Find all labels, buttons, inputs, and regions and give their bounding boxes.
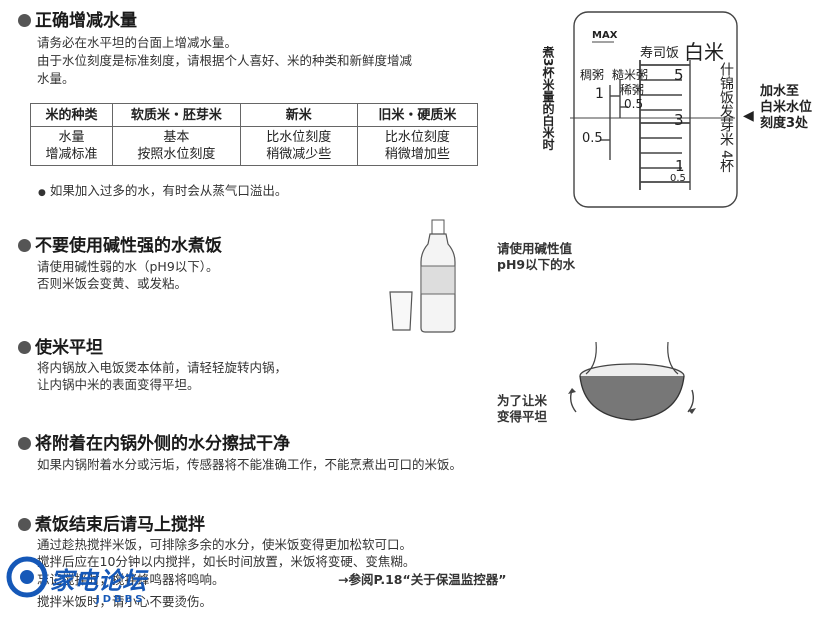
table-cell: 基本按照水位刻度	[112, 126, 241, 166]
right-mark-3: 3	[674, 111, 684, 129]
left-mark-1: 1	[595, 86, 604, 102]
bullet-icon	[18, 14, 31, 27]
table-header-row: 米的种类 软质米・胚芽米 新米 旧米・硬质米	[29, 103, 479, 127]
white-rice-label: 白米	[684, 40, 724, 64]
bullet-icon	[18, 239, 31, 252]
sec1-line2: 由于水位刻度是标准刻度，请根据个人喜好、米的种类和新鲜度增减	[37, 53, 413, 68]
table-row-label: 水量增减标准	[29, 126, 114, 166]
water-bottle-illustration	[389, 219, 456, 333]
water-adjust-table: 米的种类 软质米・胚芽米 新米 旧米・硬质米 水量增减标准 基本按照水位刻度 比…	[29, 103, 479, 166]
sec4-line1: 如果内锅附着水分或污垢，传感器将不能准确工作，不能烹煮出可口的米饭。	[37, 457, 463, 472]
pointer-arrow-icon: ◀	[743, 108, 754, 124]
brown-porridge-label: 糙米粥	[612, 68, 649, 82]
bullet-icon	[18, 437, 31, 450]
bullet-icon	[18, 341, 31, 354]
overflow-note: ● 如果加入过多的水，有时会从蒸气口溢出。	[38, 183, 288, 198]
sec5-heading: 煮饭结束后请马上搅拌	[18, 510, 205, 535]
right-mark-1: 1	[675, 157, 685, 175]
sec2-title: 不要使用碱性强的水煮饭	[35, 236, 222, 256]
gauge-callout: 加水至 白米水位 刻度3处	[760, 84, 813, 131]
mid-mark-05: 0.5	[624, 97, 644, 111]
sec5-line4: 搅拌米饭时，请小心不要烫伤。	[37, 594, 213, 609]
bullet-icon	[18, 518, 31, 531]
sec1-heading: 正确增减水量	[18, 6, 137, 31]
gauge-right-vertical2: 4杯	[718, 150, 734, 173]
left-mark-05: 0.5	[582, 131, 603, 146]
sushi-label: 寿司饭	[640, 46, 680, 61]
sec5-line3: 忘记搅拌时，搅拌蜂鸣器将鸣响。	[37, 572, 225, 587]
sec1-line3: 水量。	[37, 71, 75, 86]
table-header: 软质米・胚芽米	[112, 103, 241, 127]
gauge-side-label: 煮3杯米量的白米时	[541, 46, 555, 151]
table-row: 水量增减标准 基本按照水位刻度 比水位刻度稍微减少些 比水位刻度稍微增加些	[29, 126, 479, 166]
right-mark-5: 5	[674, 66, 684, 84]
sec2-line2: 否则米饭会变黄、或发粘。	[37, 276, 188, 291]
sec5-line1: 通过趁热搅拌米饭，可排除多余的水分，使米饭变得更加松软可口。	[37, 537, 413, 552]
sec2-caption: 请使用碱性值 pH9以下的水	[497, 241, 576, 272]
reference-link[interactable]: →参阅P.18“关于保温监控器”	[338, 572, 507, 587]
watermark-sub: JDBBS	[96, 594, 146, 605]
sec2-line1: 请使用碱性弱的水（pH9以下）。	[37, 259, 219, 274]
sec3-heading: 使米平坦	[18, 333, 103, 358]
table-cell: 比水位刻度稍微增加些	[356, 126, 479, 166]
table-header: 新米	[239, 103, 358, 127]
sec3-line2: 让内锅中米的表面变得平坦。	[37, 377, 200, 392]
sec4-title: 将附着在内锅外侧的水分擦拭干净	[35, 434, 290, 454]
sec4-heading: 将附着在内锅外侧的水分擦拭干净	[18, 429, 290, 454]
sec3-caption: 为了让米 变得平坦	[497, 393, 548, 424]
table-header: 旧米・硬质米	[356, 103, 479, 127]
gauge-right-vertical: 什锦饭发芽米	[718, 62, 734, 146]
table-header: 米的种类	[29, 103, 114, 127]
watermark-text: 家电论坛	[50, 567, 146, 595]
water-gauge-diagram	[570, 11, 738, 208]
sec5-title: 煮饭结束后请马上搅拌	[35, 515, 205, 535]
sec1-line1: 请务必在水平坦的台面上增减水量。	[37, 35, 238, 50]
max-label: MAX	[592, 30, 618, 41]
thick-porridge-label: 稠粥	[580, 68, 605, 82]
sec2-heading: 不要使用碱性强的水煮饭	[18, 231, 222, 256]
sec5-line2: 搅拌后应在10分钟以内搅拌，如长时间放置，米饭将变硬、变焦糊。	[37, 554, 416, 569]
sec1-title: 正确增减水量	[35, 11, 137, 31]
pot-rotation-illustration	[568, 341, 696, 421]
thin-porridge-label: 稀粥	[620, 83, 645, 97]
forum-logo-icon	[6, 556, 48, 598]
sec3-title: 使米平坦	[35, 338, 103, 358]
table-cell: 比水位刻度稍微减少些	[239, 126, 358, 166]
right-mark-05: 0.5	[670, 173, 686, 184]
sec3-line1: 将内锅放入电饭煲本体前，请轻轻旋转内锅，	[37, 360, 288, 375]
